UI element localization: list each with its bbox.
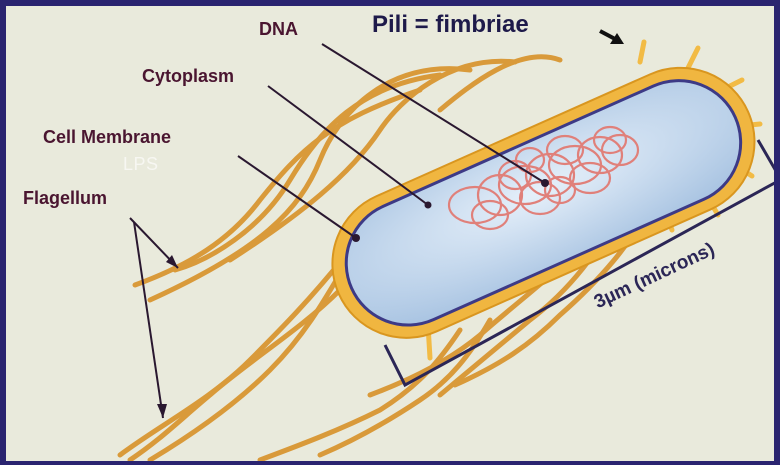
label-lps: LPS — [123, 154, 159, 175]
flagellum-strand — [130, 290, 340, 460]
label-pili: Pili = fimbriae — [372, 11, 529, 39]
bacterium-illustration — [6, 6, 774, 461]
label-cytoplasm: Cytoplasm — [142, 66, 234, 87]
diagram-canvas: DNA Pili = fimbriae Cytoplasm Cell Membr… — [6, 6, 774, 461]
pili-arrow — [600, 31, 624, 44]
label-flagellum: Flagellum — [23, 188, 107, 209]
label-dna: DNA — [259, 19, 298, 40]
cell-membrane-layer — [326, 61, 760, 345]
flagellum-strand — [120, 250, 350, 455]
flagellum-strand — [320, 320, 490, 455]
label-cell-membrane: Cell Membrane — [43, 127, 171, 148]
flagellum-strand — [440, 57, 560, 110]
